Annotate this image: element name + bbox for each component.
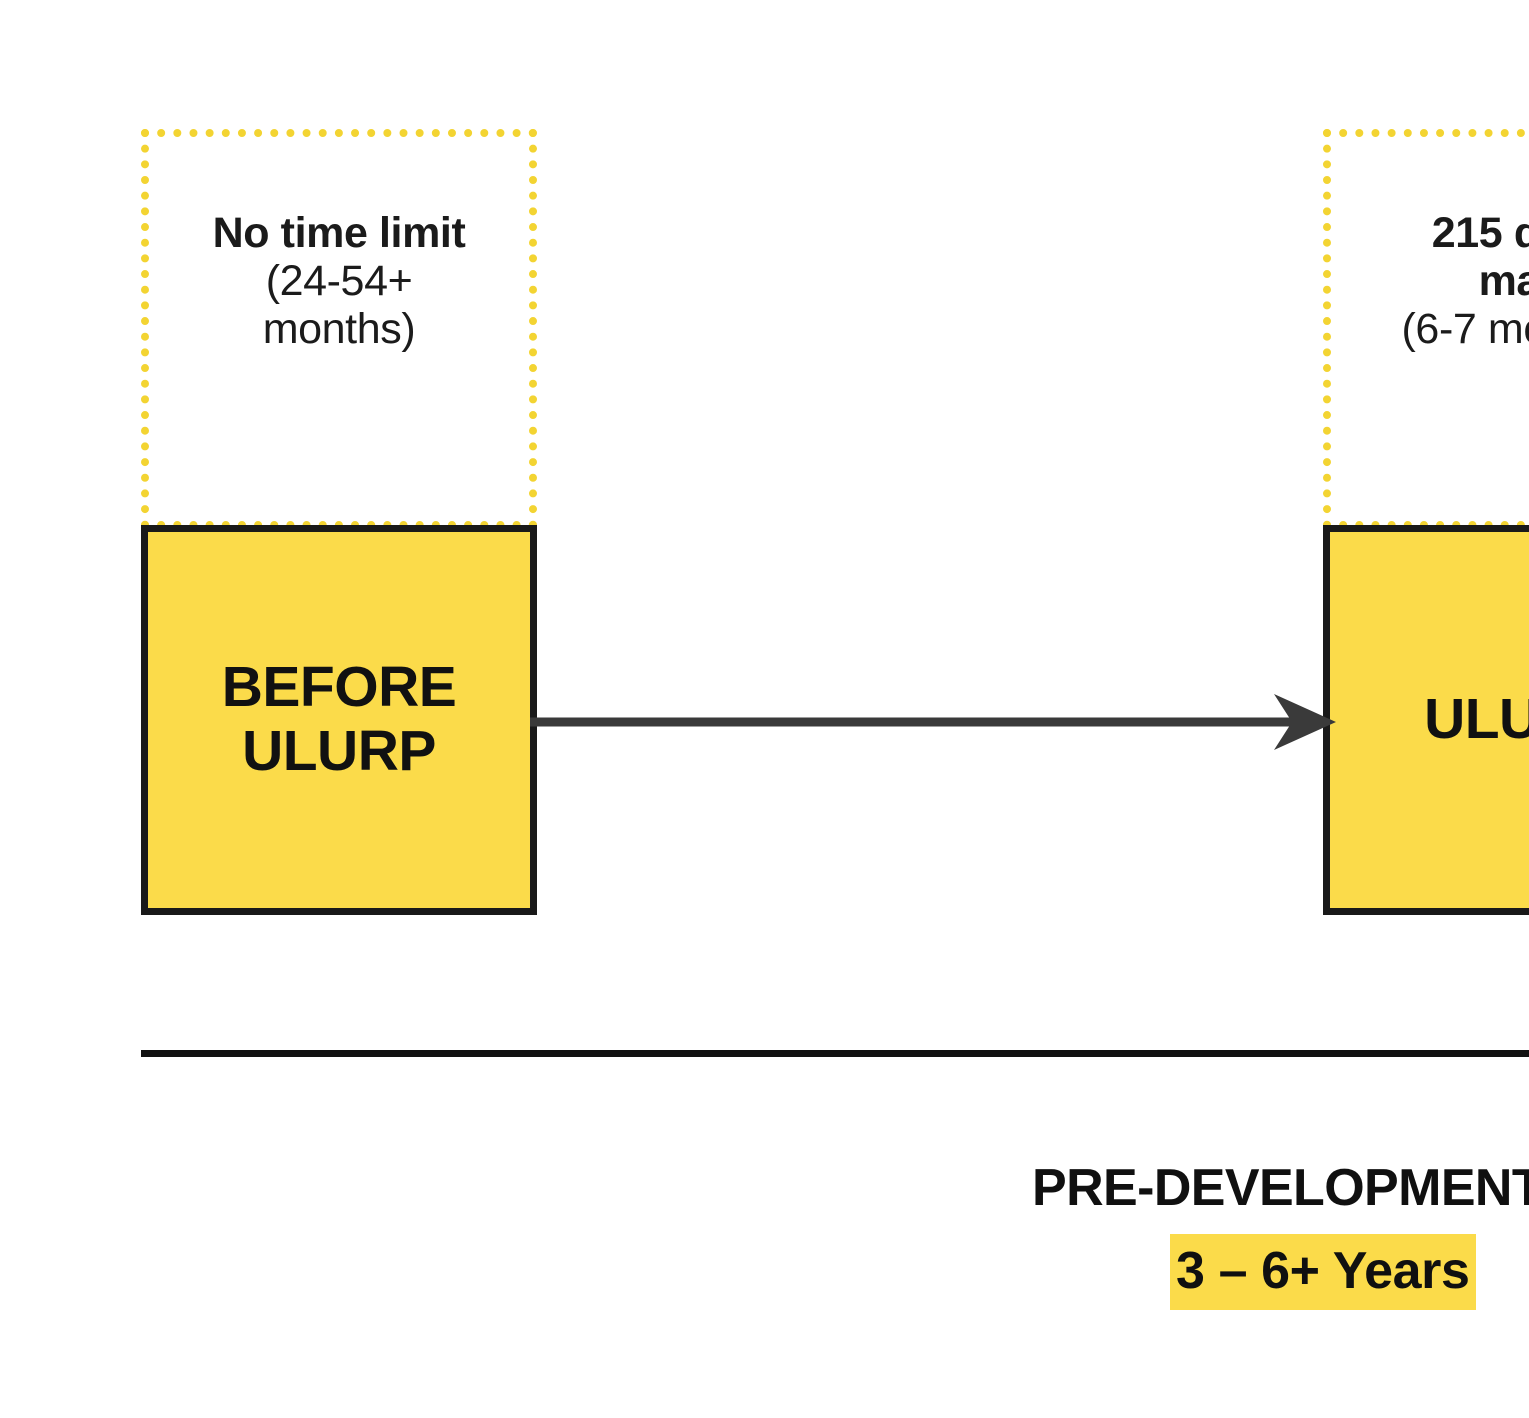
phase-summary: PRE-DEVELOPMENT 3 – 6+ Years (1032, 1160, 1529, 1310)
duration-detail-before-ulurp-line1: (24-54+ (265, 256, 413, 305)
duration-detail-ulurp: (6-7 months) (1401, 305, 1529, 354)
duration-callout-before-ulurp: No time limit (24-54+ months) (141, 129, 537, 529)
duration-headline-before-ulurp: No time limit (212, 208, 466, 257)
phase-summary-duration: 3 – 6+ Years (1170, 1234, 1476, 1310)
duration-detail-before-ulurp-line2: months) (262, 305, 416, 354)
duration-callout-ulurp: 215 days max (6-7 months) (1323, 129, 1529, 529)
stage-box-before-ulurp[interactable]: BEFORE ULURP (141, 525, 537, 915)
phase-summary-title: PRE-DEVELOPMENT (1032, 1159, 1529, 1217)
stage-box-ulurp[interactable]: ULURP (1323, 525, 1529, 915)
duration-headline-ulurp-line1: 215 days (1431, 208, 1529, 257)
arrow-right-icon (530, 694, 1336, 750)
duration-headline-ulurp-line2: max (1478, 256, 1529, 305)
stage-box-before-ulurp-label: BEFORE ULURP (221, 655, 457, 783)
phase-summary-duration-wrap: 3 – 6+ Years (1032, 1234, 1529, 1310)
stage-box-ulurp-label: ULURP (1424, 687, 1529, 752)
section-divider (141, 1050, 1529, 1057)
